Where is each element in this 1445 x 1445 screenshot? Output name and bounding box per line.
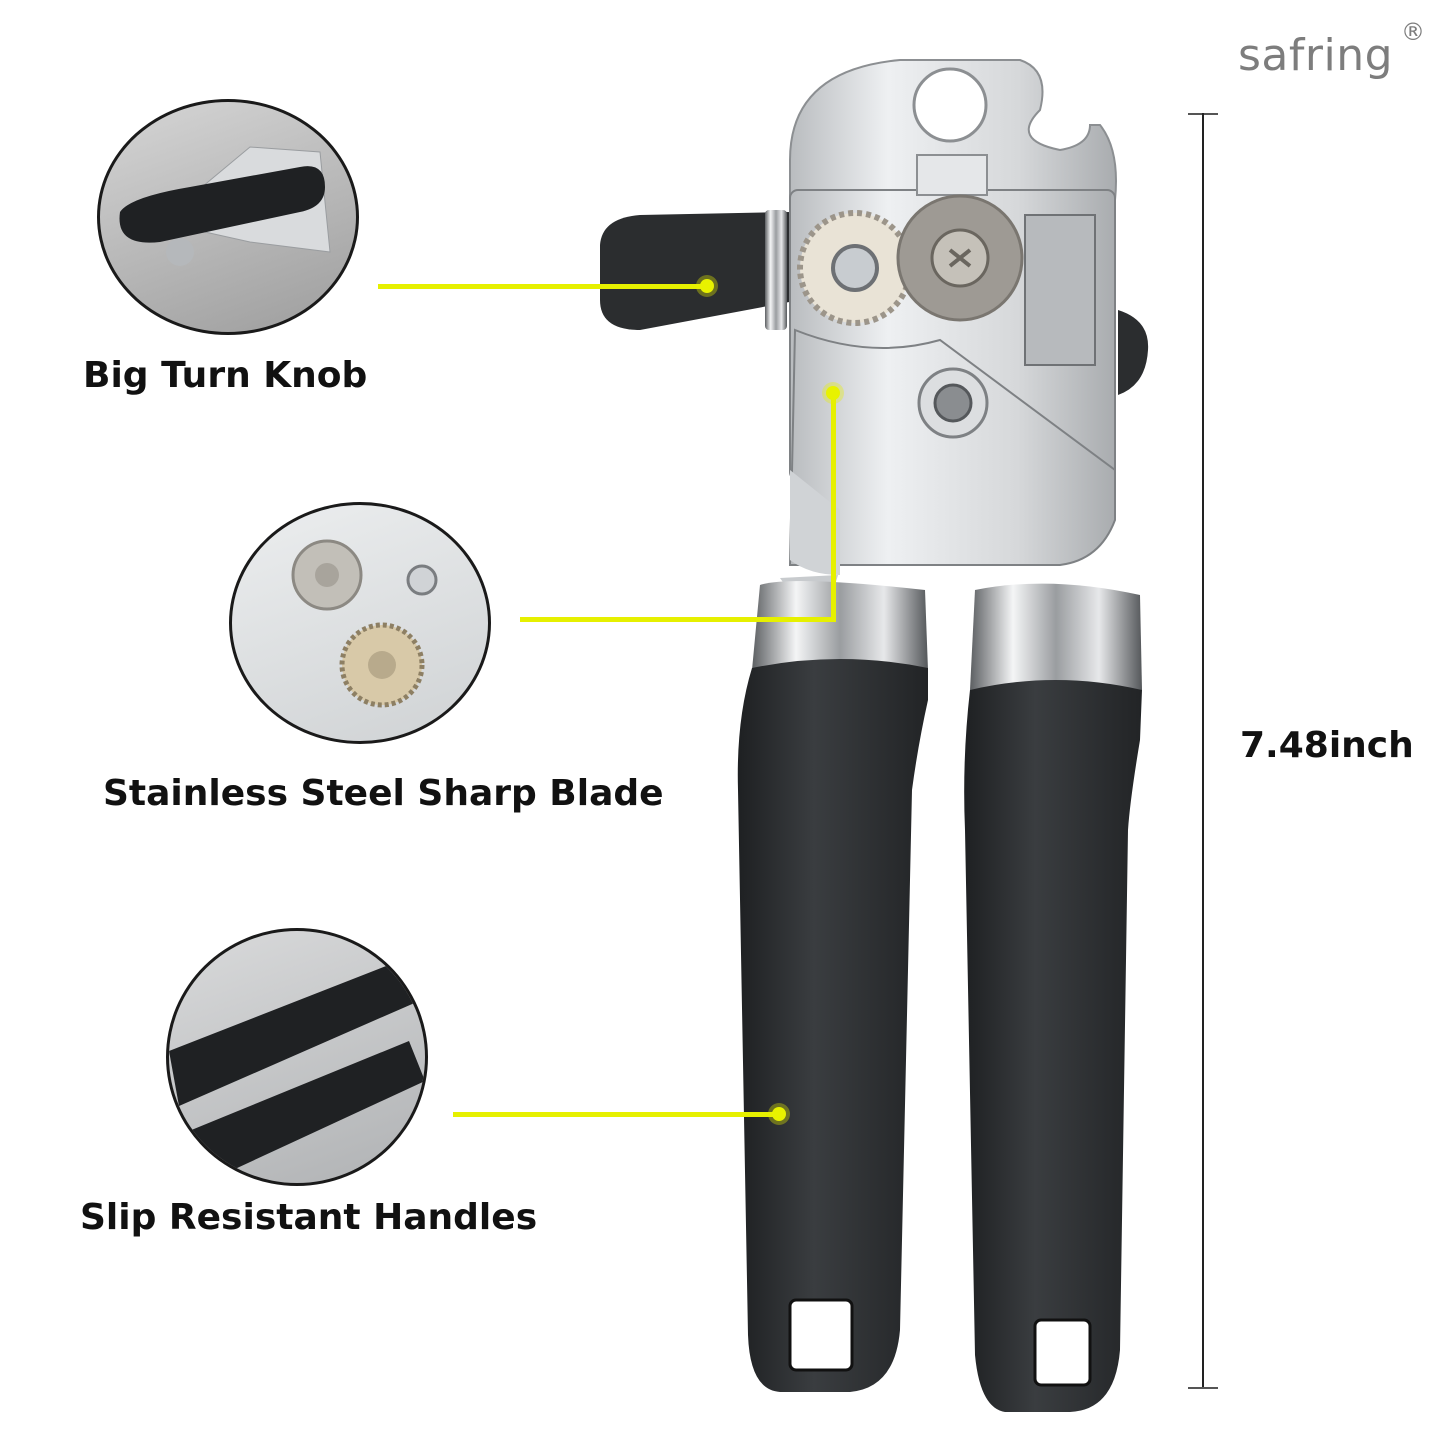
- right-handle: [964, 680, 1142, 1412]
- left-handle: [737, 659, 928, 1392]
- knob-closeup: [119, 166, 325, 243]
- detail-circle-handles: [166, 928, 428, 1186]
- left-handle-hanging-slot: [788, 1298, 854, 1372]
- dimension-label: 7.48inch: [1240, 725, 1414, 766]
- feature-label-blade: Stainless Steel Sharp Blade: [103, 773, 664, 814]
- dimension-bottom-cap: [1188, 1387, 1218, 1389]
- right-handle-collar: [970, 583, 1142, 690]
- left-handle-collar: [752, 581, 928, 670]
- detail-circle-blade: [229, 502, 491, 744]
- turn-knob: [600, 212, 800, 330]
- callout-dot-turn-knob: [700, 279, 714, 293]
- leader-line-turn-knob: [378, 284, 703, 289]
- callout-dot-blade: [826, 386, 840, 400]
- leader-line-handles: [453, 1112, 778, 1117]
- brand-name: safring: [1238, 30, 1394, 81]
- detail-circle-turn-knob: [97, 99, 359, 335]
- can-opener-illustration: [600, 59, 1149, 1412]
- feature-label-turn-knob: Big Turn Knob: [83, 355, 368, 396]
- right-handle-hanging-slot: [1033, 1318, 1092, 1387]
- registered-mark: ®: [1401, 18, 1426, 47]
- brand-logo: safring®: [1238, 18, 1426, 81]
- feature-label-handles: Slip Resistant Handles: [80, 1197, 538, 1238]
- hanging-hole: [912, 67, 988, 143]
- callout-dot-handles: [772, 1107, 786, 1121]
- dimension-line: [1202, 113, 1204, 1388]
- leader-line-blade-vertical: [831, 392, 836, 622]
- leader-line-blade: [520, 617, 835, 622]
